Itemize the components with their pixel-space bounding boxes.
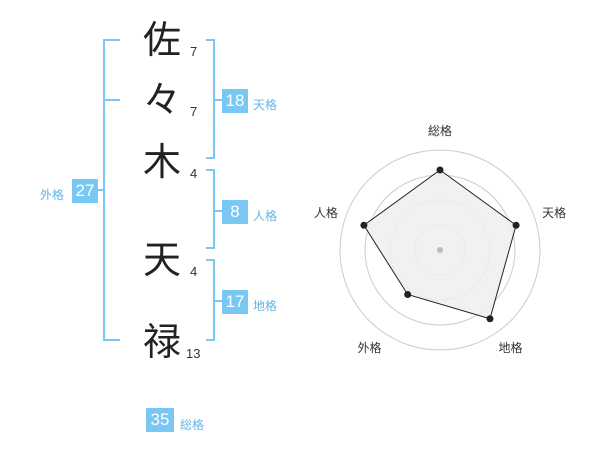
- radar-point-4: [404, 290, 412, 298]
- stroke-count-5: 13: [186, 346, 201, 361]
- chikaku-label: 地格: [253, 299, 278, 313]
- jinkaku-bracket: [206, 169, 215, 249]
- radar-axis-label-4: 外格: [357, 340, 382, 355]
- chikaku-value: 17: [222, 290, 248, 314]
- tenkaku-label: 天格: [253, 98, 278, 112]
- radar-point-3: [486, 315, 494, 323]
- stroke-count-2: 7: [190, 104, 198, 119]
- radar-point-1: [436, 166, 444, 174]
- tenkaku-value: 18: [222, 89, 248, 113]
- radar-axis-label-3: 地格: [498, 340, 523, 355]
- radar-axis-label-5: 人格: [313, 206, 338, 221]
- radar-point-5: [360, 221, 368, 229]
- radar-axis-label-1: 総格: [428, 123, 453, 138]
- jinkaku-label: 人格: [253, 209, 278, 223]
- name-char-1: 佐: [142, 18, 181, 62]
- stroke-count-4: 4: [190, 264, 198, 279]
- name-char-4: 天: [142, 238, 181, 282]
- jinkaku-value: 8: [222, 200, 248, 224]
- stroke-count-1: 7: [190, 44, 198, 59]
- soukaku-value: 35: [146, 408, 174, 432]
- radar-center-point: [437, 247, 443, 253]
- gaikaku-label: 外格: [40, 188, 65, 202]
- radar-polygon: [363, 169, 517, 320]
- radar-ring: [339, 149, 541, 351]
- name-char-5: 禄: [142, 320, 181, 364]
- stroke-count-3: 4: [190, 166, 198, 181]
- name-char-2: 々: [142, 78, 181, 122]
- radar-point-2: [512, 221, 520, 229]
- radar-axis-label-2: 天格: [542, 206, 567, 221]
- name-char-3: 木: [142, 140, 181, 184]
- gaikaku-value: 27: [72, 179, 98, 203]
- soukaku-label: 総格: [180, 418, 205, 432]
